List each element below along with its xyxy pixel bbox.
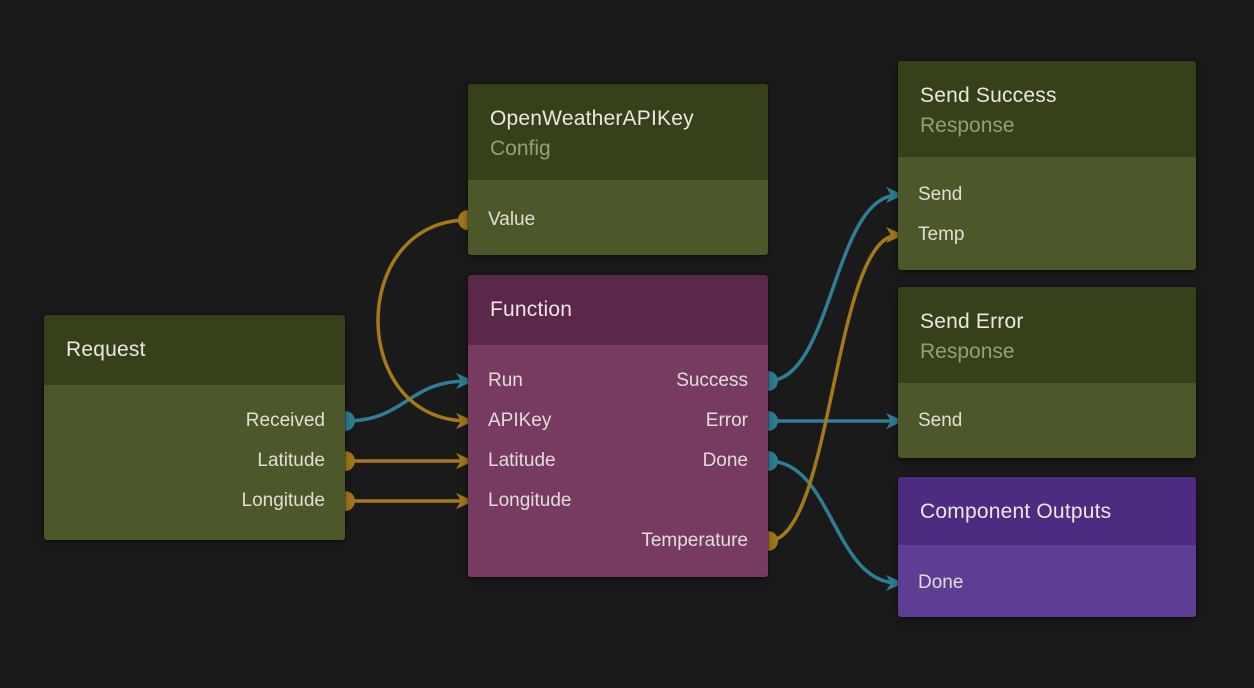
node-body: Value bbox=[468, 180, 768, 255]
port-handle-function-longitude[interactable] bbox=[456, 493, 474, 509]
node-title: OpenWeatherAPIKey bbox=[490, 107, 694, 130]
port-handle-function-run[interactable] bbox=[456, 373, 474, 389]
node-header-component-outputs[interactable]: Component Outputs bbox=[898, 477, 1196, 545]
port-function-latitude: Latitude bbox=[468, 441, 654, 481]
port-handle-send-error-send[interactable] bbox=[886, 413, 904, 429]
port-send-success-send: Send bbox=[898, 175, 1083, 215]
port-label: Latitude bbox=[488, 450, 556, 471]
port-label: Received bbox=[245, 410, 325, 431]
port-function-apikey: APIKey bbox=[468, 401, 654, 441]
edge-success-to-send[interactable] bbox=[766, 193, 900, 383]
port-handle-function-latitude[interactable] bbox=[456, 453, 474, 469]
port-openweatherapikey-value: Value bbox=[468, 200, 654, 240]
port-label: Latitude bbox=[257, 450, 325, 471]
port-send-error-send: Send bbox=[898, 401, 1083, 441]
port-label: APIKey bbox=[488, 410, 552, 431]
port-handle-send-success-send[interactable] bbox=[886, 187, 904, 203]
edge-value-to-apikey[interactable] bbox=[376, 218, 470, 423]
port-label: Done bbox=[702, 450, 748, 471]
port-component-outputs-done: Done bbox=[898, 563, 1083, 603]
port-handle-send-success-temp[interactable] bbox=[886, 227, 904, 243]
port-function-success: Success bbox=[582, 361, 768, 401]
node-subtitle: Config bbox=[490, 137, 551, 160]
node-header-request[interactable]: Request bbox=[44, 315, 345, 385]
port-label: Run bbox=[488, 370, 523, 391]
node-subtitle: Response bbox=[920, 340, 1015, 363]
node-title: Component Outputs bbox=[920, 500, 1112, 523]
node-body: Send bbox=[898, 383, 1196, 458]
port-label: Longitude bbox=[241, 490, 325, 511]
node-subtitle: Response bbox=[920, 114, 1015, 137]
port-label: Success bbox=[676, 370, 748, 391]
port-label: Longitude bbox=[488, 490, 572, 511]
port-function-run: Run bbox=[468, 361, 654, 401]
port-label: Send bbox=[918, 184, 963, 205]
edge-temperature-to-temp[interactable] bbox=[766, 233, 900, 543]
node-title: Function bbox=[490, 298, 573, 321]
port-send-success-temp: Temp bbox=[898, 215, 1083, 255]
port-function-temperature: Temperature bbox=[582, 521, 768, 561]
node-title: Request bbox=[66, 338, 146, 361]
port-label: Send bbox=[918, 410, 963, 431]
port-request-longitude: Longitude bbox=[158, 481, 345, 521]
node-title: Send Success bbox=[920, 84, 1057, 107]
port-function-done: Done bbox=[582, 441, 768, 481]
port-handle-function-apikey[interactable] bbox=[456, 413, 474, 429]
node-header-function[interactable]: Function bbox=[468, 275, 768, 345]
node-title: Send Error bbox=[920, 310, 1024, 333]
edge-received-to-run[interactable] bbox=[343, 379, 470, 423]
port-label: Error bbox=[705, 410, 748, 431]
port-label: Temp bbox=[918, 224, 965, 245]
node-body: Done bbox=[898, 545, 1196, 617]
port-handle-component-outputs-done[interactable] bbox=[886, 575, 904, 591]
port-label: Done bbox=[918, 572, 964, 593]
port-function-error: Error bbox=[582, 401, 768, 441]
port-request-received: Received bbox=[158, 401, 345, 441]
port-label: Value bbox=[488, 209, 536, 230]
port-function-longitude: Longitude bbox=[468, 481, 654, 521]
edge-done-to-done[interactable] bbox=[766, 459, 900, 585]
port-label: Temperature bbox=[641, 530, 748, 551]
port-request-latitude: Latitude bbox=[158, 441, 345, 481]
